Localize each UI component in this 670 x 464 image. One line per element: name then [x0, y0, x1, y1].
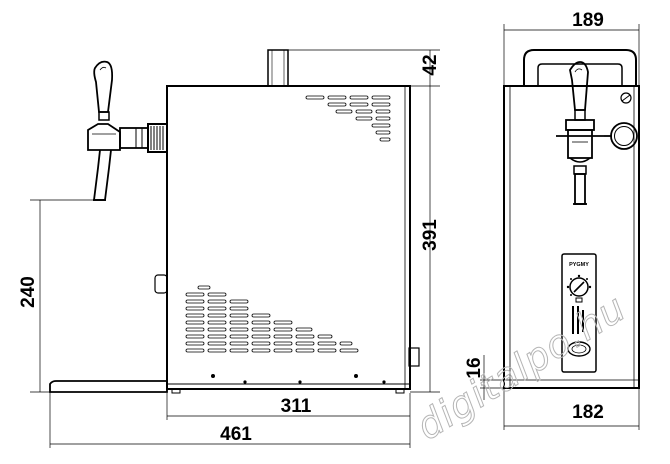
- front-tap: [556, 61, 604, 205]
- dim-overall-depth: 461: [220, 424, 252, 445]
- panel-label: PYGMY: [569, 262, 589, 268]
- switch-area: [572, 306, 584, 334]
- dim-height-total: 391: [420, 219, 441, 251]
- side-tap: [87, 60, 168, 201]
- front-housing: [503, 85, 640, 389]
- lower-vent-slots: [185, 285, 359, 353]
- side-view: 391 42 240 311 461: [18, 49, 441, 448]
- side-housing: [166, 85, 411, 390]
- carry-handle: [523, 49, 637, 86]
- drip-tray: [49, 380, 168, 393]
- control-panel: [561, 253, 597, 373]
- pressure-gauge: [604, 122, 638, 150]
- watermark: digitalpo.hu: [409, 285, 634, 448]
- tap-coupling: [147, 123, 168, 153]
- dim-base-depth: 311: [281, 396, 312, 417]
- dim-tap-height: 240: [18, 276, 39, 308]
- front-view: PYGMY: [464, 10, 640, 430]
- top-connector: [267, 49, 289, 87]
- dim-top-connector: 42: [420, 54, 441, 75]
- dim-foot-height: 16: [464, 357, 485, 378]
- dim-top-width: 189: [572, 10, 604, 31]
- brand-logo: [567, 341, 591, 357]
- dim-bottom-width: 182: [572, 402, 604, 423]
- side-knob: [154, 274, 168, 294]
- thermostat-knob: [566, 274, 592, 303]
- upper-vent-slots: [305, 95, 391, 142]
